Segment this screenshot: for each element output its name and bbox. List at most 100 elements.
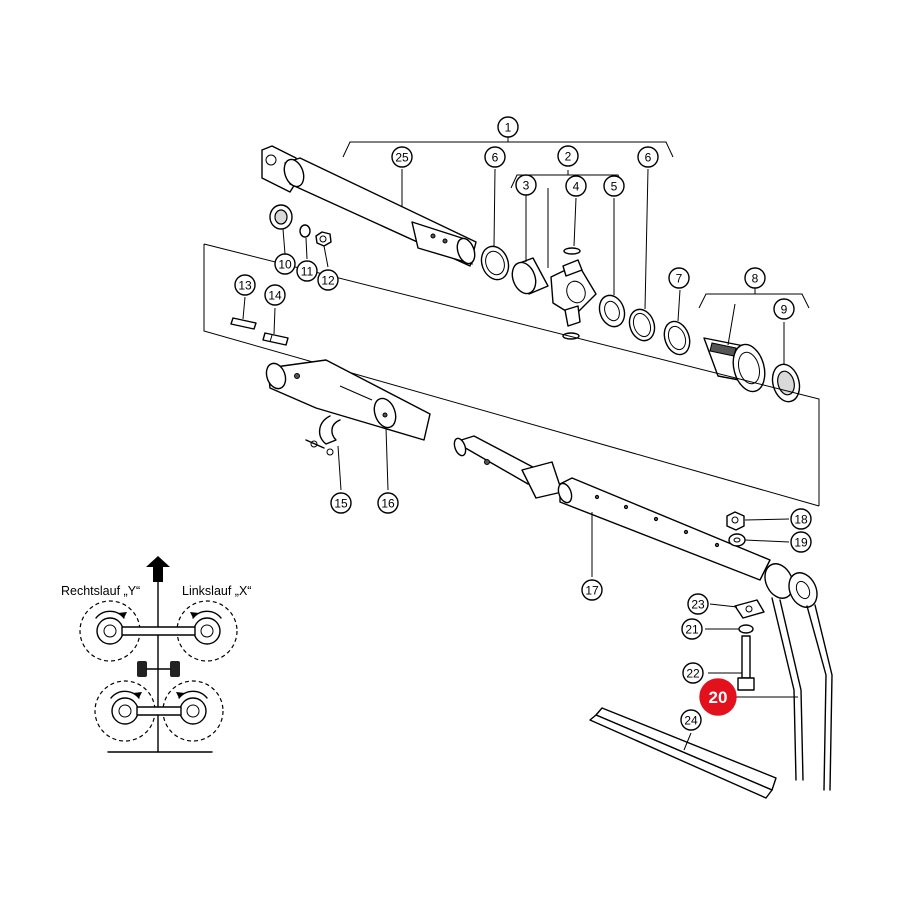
callout-22: 22: [682, 662, 704, 684]
protection-strip-part-24: [589, 707, 777, 799]
callout-circle: [681, 618, 703, 640]
pin-part-14: [262, 332, 289, 346]
callout-number: 25: [395, 151, 409, 165]
callout-number: 11: [301, 265, 314, 279]
shaft-section-part-16: [265, 359, 431, 441]
assembly-frame-outline: [203, 243, 820, 507]
bearing-cup-part-8: [703, 337, 766, 393]
callout-number: 9: [781, 303, 788, 317]
washer-part-7: [663, 320, 691, 356]
callout-circle: [234, 274, 256, 296]
callout-circle: [274, 253, 296, 275]
callout-24: 24: [680, 709, 702, 731]
callout-number: 18: [794, 513, 808, 527]
leader-lines: [242, 168, 798, 751]
callout-number: 7: [676, 272, 683, 286]
callout-circle: [603, 175, 625, 197]
callout-circle: [680, 709, 702, 731]
callout-13: 13: [234, 274, 256, 296]
callout-circle: [484, 146, 506, 168]
callout-7: 7: [668, 267, 690, 289]
callout-15: 15: [330, 492, 352, 514]
callout-number: 1: [505, 121, 512, 135]
callout-25: 25: [391, 146, 413, 168]
callout-number: 16: [381, 497, 395, 511]
callout-20-highlighted: 20: [699, 678, 737, 716]
callout-number: 21: [685, 623, 699, 637]
callout-circle: [687, 593, 709, 615]
wheel-icon: [137, 661, 180, 677]
callout-number: 24: [684, 714, 698, 728]
callout-9: 9: [773, 298, 795, 320]
callout-circle: [682, 662, 704, 684]
callout-circle: [565, 175, 587, 197]
callout-6: 6: [637, 146, 659, 168]
callout-circle: [699, 678, 737, 716]
callout-circle: [581, 579, 603, 601]
callout-circle: [264, 284, 286, 306]
callout-19: 19: [790, 531, 812, 553]
washer-part-11: [299, 224, 311, 238]
callout-number: 15: [334, 497, 348, 511]
callout-5: 5: [603, 175, 625, 197]
tine-part-20: [764, 563, 833, 791]
bearing-part-10: [269, 204, 293, 230]
bracket-group-1: [342, 137, 674, 158]
callout-number: 8: [752, 272, 759, 286]
callout-21: 21: [681, 618, 703, 640]
callout-number: 5: [611, 180, 618, 194]
callout-23: 23: [687, 593, 709, 615]
bushing-part-3: [511, 257, 549, 295]
callout-number: 12: [321, 274, 335, 288]
callout-number: 4: [573, 180, 580, 194]
seal-ring-part-6-left: [480, 245, 510, 281]
nut-part-18: [726, 511, 745, 531]
callout-circle: [515, 174, 537, 196]
washer-part-21: [738, 624, 754, 634]
callout-circle: [744, 267, 766, 289]
clip-part-15: [305, 415, 341, 456]
callout-circle: [557, 145, 579, 167]
callout-number: 14: [268, 289, 282, 303]
callout-number: 2: [565, 150, 572, 164]
tine-shaft-part-25: [261, 145, 477, 267]
callout-number: 20: [709, 688, 728, 707]
callout-2: 2: [557, 145, 579, 167]
legend-right-rotation: Rechtslauf „Y“: [61, 584, 140, 598]
callout-4: 4: [565, 175, 587, 197]
rotor-bottom-left: [94, 680, 156, 742]
rotation-legend: Rechtslauf „Y“ Linkslauf „X“: [61, 556, 251, 753]
callout-number: 6: [492, 151, 499, 165]
callout-number: 10: [278, 258, 292, 272]
callout-3: 3: [515, 174, 537, 196]
callout-number: 13: [238, 279, 252, 293]
callout-circle: [668, 267, 690, 289]
callout-16: 16: [377, 492, 399, 514]
seal-ring-part-6-right: [628, 308, 656, 342]
callout-circle: [637, 146, 659, 168]
callout-circle: [317, 269, 339, 291]
bearing-housing-part-2: [550, 259, 597, 327]
callout-6: 6: [484, 146, 506, 168]
nut-part-12: [315, 231, 332, 247]
callout-12: 12: [317, 269, 339, 291]
shaft-part-17: [453, 435, 771, 581]
callout-number: 3: [523, 179, 530, 193]
callout-number: 19: [794, 536, 808, 550]
clamp-plate-part-23: [734, 599, 765, 619]
bolt-part-22: [737, 635, 755, 691]
callout-number: 23: [691, 598, 705, 612]
callout-circle: [790, 531, 812, 553]
bearing-ring-part-9: [771, 363, 801, 403]
callout-14: 14: [264, 284, 286, 306]
callout-circle: [497, 116, 519, 138]
callout-circle: [296, 260, 318, 282]
callout-18: 18: [790, 508, 812, 530]
callout-circle: [330, 492, 352, 514]
callout-10: 10: [274, 253, 296, 275]
callout-8: 8: [744, 267, 766, 289]
callout-1: 1: [497, 116, 519, 138]
legend-left-rotation: Linkslauf „X“: [182, 584, 251, 598]
bushing-part-5: [598, 294, 626, 328]
